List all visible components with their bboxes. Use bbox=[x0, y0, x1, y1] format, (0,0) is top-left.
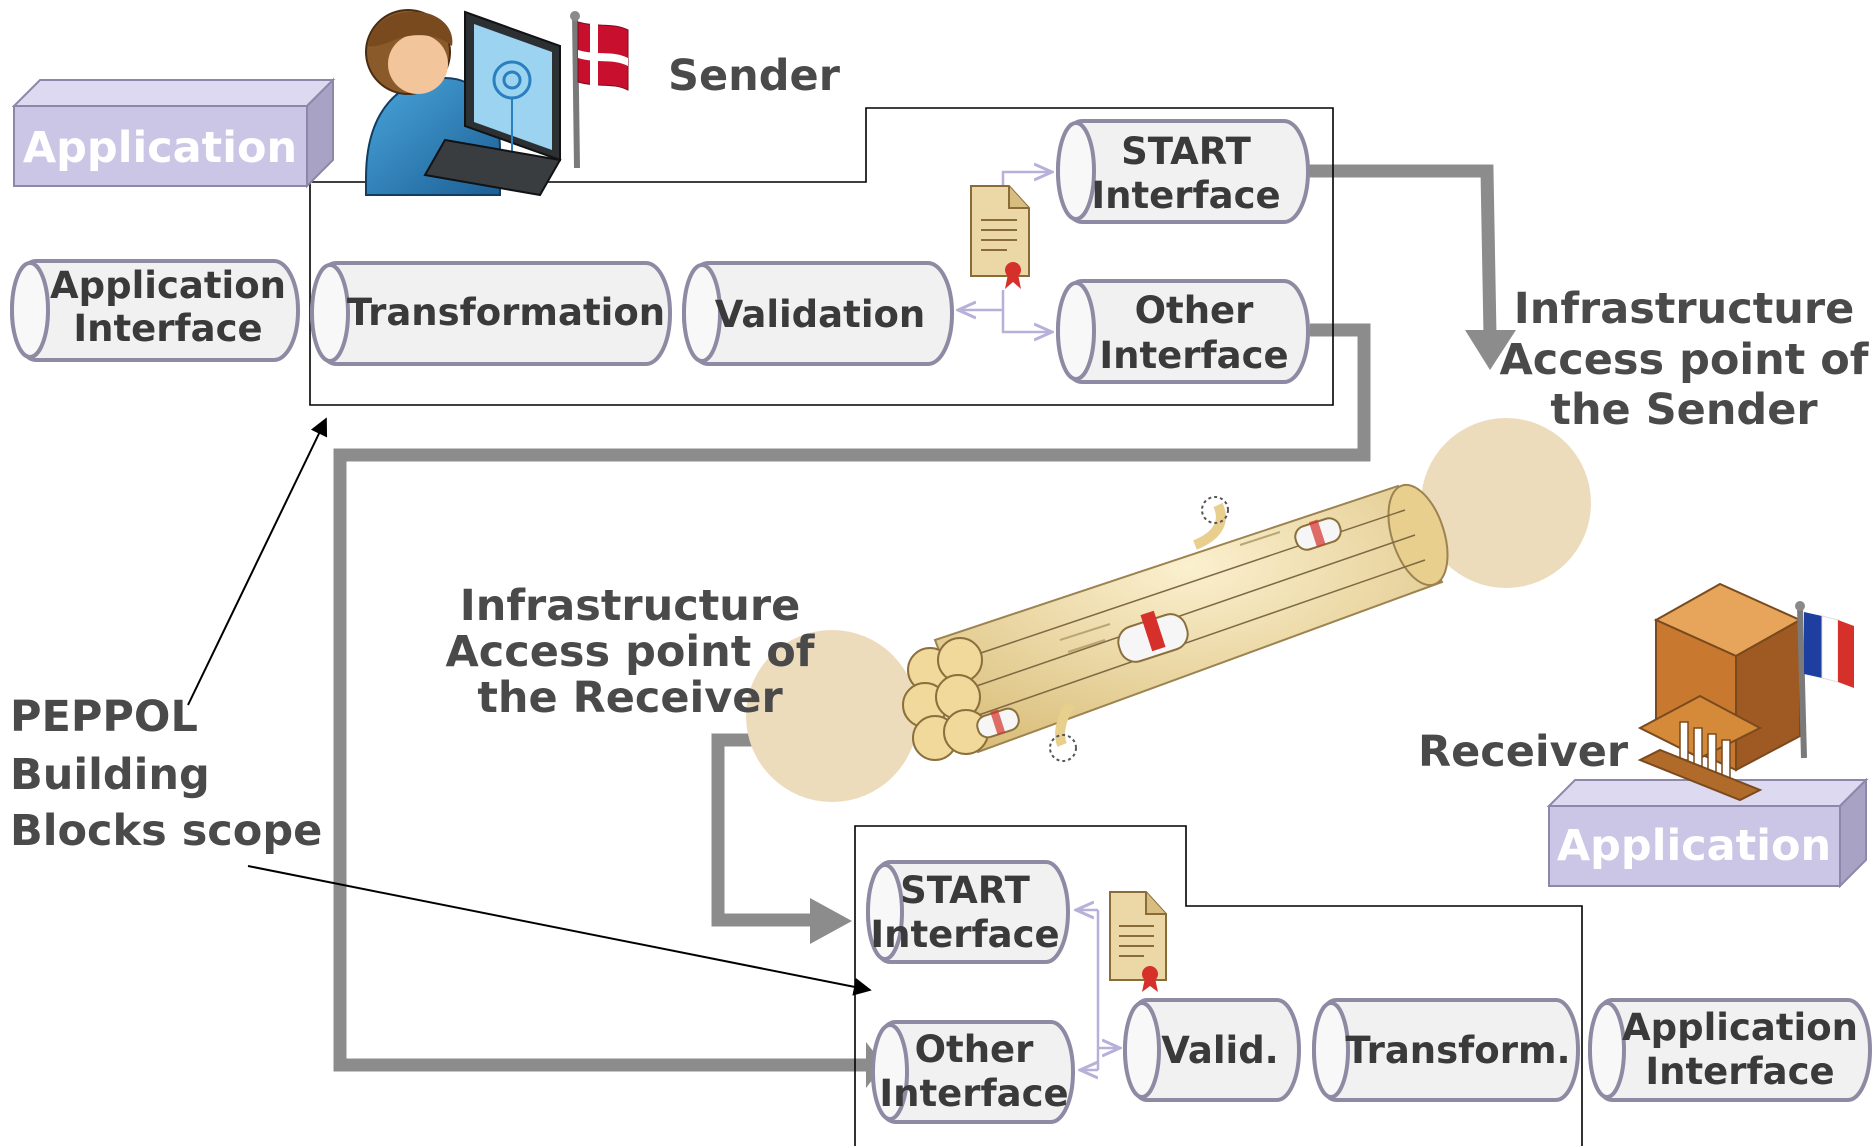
flow-access-point-to-start bbox=[711, 733, 815, 927]
sender-scope-box bbox=[309, 107, 1334, 406]
flow-arrows bbox=[333, 164, 1497, 1072]
receiver-start-interface: START Interface bbox=[866, 860, 1070, 964]
certificate-document-icon bbox=[970, 185, 1030, 289]
receiver-lilac-connectors bbox=[1076, 910, 1120, 1070]
sender-other-line1: Other bbox=[1135, 289, 1255, 332]
receiver-transformation-label: Transform. bbox=[1345, 1029, 1570, 1072]
receiver-start-line2: Interface bbox=[870, 913, 1059, 956]
scope-label-line3: Blocks scope bbox=[10, 806, 322, 856]
access-point-receiver-line2: Access point of bbox=[445, 627, 815, 677]
receiver-app-interface-line1: Application bbox=[1622, 1006, 1858, 1049]
sender-application-box: Application bbox=[11, 77, 336, 189]
scope-pointer-receiver bbox=[247, 865, 872, 996]
receiver-start-line1: START bbox=[900, 869, 1030, 912]
scope-label-line2: Building bbox=[10, 750, 210, 800]
access-point-receiver-label: Infrastructure Access point of the Recei… bbox=[445, 581, 815, 723]
receiver-other-interface: Other Interface bbox=[871, 1020, 1075, 1124]
user-at-laptop-icon bbox=[365, 9, 562, 197]
sender-start-line1: START bbox=[1121, 130, 1251, 173]
receiver-application-label: Application bbox=[1557, 821, 1831, 871]
receiver-application-interface: Application Interface bbox=[1588, 998, 1872, 1102]
sender-other-interface: Other Interface bbox=[1056, 279, 1310, 384]
receiver-scope-box bbox=[854, 825, 1583, 1146]
access-point-receiver-circle bbox=[746, 630, 918, 802]
sender-application-interface: Application Interface bbox=[10, 259, 300, 362]
data-capsule-icon bbox=[1117, 610, 1189, 663]
access-point-sender-label: Infrastructure Access point of the Sende… bbox=[1499, 284, 1869, 435]
flow-start-to-access-point bbox=[1305, 164, 1497, 336]
peppol-scope-label: PEPPOL Building Blocks scope bbox=[10, 692, 322, 856]
sender-app-interface-line1: Application bbox=[50, 264, 286, 307]
scope-pointer-arrows bbox=[187, 417, 872, 996]
government-building-icon bbox=[1637, 582, 1803, 802]
certificate-document-icon bbox=[1109, 891, 1167, 992]
scope-pointer-sender bbox=[187, 417, 328, 706]
data-capsule-icon bbox=[1294, 517, 1342, 551]
france-flag-icon bbox=[1795, 601, 1854, 759]
sender-validation: Validation bbox=[682, 261, 954, 366]
arrowhead-receiver-start bbox=[810, 898, 852, 944]
receiver-validation: Valid. bbox=[1123, 998, 1301, 1102]
receiver-other-line2: Interface bbox=[879, 1072, 1068, 1115]
access-point-receiver-line3: the Receiver bbox=[477, 673, 783, 723]
sender-validation-label: Validation bbox=[715, 293, 926, 336]
sender-transformation-label: Transformation bbox=[347, 291, 665, 334]
sender-start-line2: Interface bbox=[1091, 174, 1280, 217]
sender-transformation: Transformation bbox=[310, 261, 672, 366]
sender-application-label: Application bbox=[23, 123, 297, 173]
access-point-sender-circle bbox=[1421, 418, 1591, 588]
receiver-other-line1: Other bbox=[915, 1028, 1035, 1071]
receiver-title: Receiver bbox=[1418, 727, 1629, 777]
arrowhead-access-point-sender bbox=[1465, 330, 1516, 370]
access-point-sender-line1: Infrastructure bbox=[1514, 284, 1855, 334]
sender-other-line2: Interface bbox=[1099, 334, 1288, 377]
scope-label-line1: PEPPOL bbox=[10, 692, 198, 742]
access-point-receiver-line1: Infrastructure bbox=[460, 581, 801, 631]
sender-app-interface-line2: Interface bbox=[73, 307, 262, 350]
receiver-application-box: Application bbox=[1546, 777, 1869, 889]
data-capsule-icon bbox=[976, 707, 1020, 739]
receiver-app-interface-line2: Interface bbox=[1645, 1050, 1834, 1093]
denmark-flag-icon bbox=[570, 11, 629, 169]
sender-start-interface: START Interface bbox=[1056, 119, 1310, 224]
sender-title: Sender bbox=[668, 51, 841, 101]
flow-other-interface-loop bbox=[333, 323, 1371, 1072]
receiver-validation-label: Valid. bbox=[1161, 1029, 1279, 1072]
access-point-sender-line2: Access point of bbox=[1499, 335, 1869, 385]
receiver-transformation: Transform. bbox=[1312, 998, 1580, 1102]
access-point-sender-line3: the Sender bbox=[1550, 385, 1818, 435]
infrastructure-pipe-icon bbox=[902, 483, 1449, 762]
